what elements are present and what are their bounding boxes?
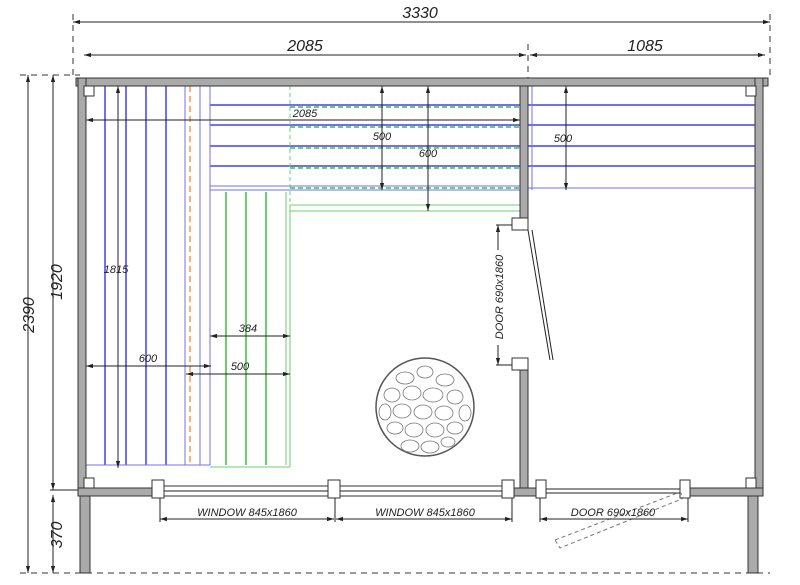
dim-window-2: WINDOW 845x1860 [334, 498, 513, 522]
dim-upper-bench-length: 2085 [86, 108, 520, 123]
walls [75, 77, 769, 574]
inner-door-label: DOOR 690x1860 [494, 254, 506, 339]
dim-window-1: WINDOW 845x1860 [159, 498, 334, 522]
dim-right-bench-depth: 500 [554, 86, 573, 190]
dim-overall-depth: 2390 [21, 75, 38, 573]
dim-porch-depth: 370 [49, 489, 80, 573]
side-bench-depth-label: 600 [139, 353, 158, 365]
window-2-label: WINDOW 845x1860 [375, 507, 476, 519]
left-room-width-label: 2085 [286, 38, 323, 55]
overall-width-label: 3330 [402, 5, 438, 22]
room-depth-label: 1920 [49, 264, 66, 300]
stone-heater [375, 357, 475, 457]
lower-bench [210, 192, 520, 468]
dim-inner-door: DOOR 690x1860 [490, 224, 512, 366]
dim-side-bench-depth: 600 [86, 353, 211, 369]
upper-bench-back [210, 86, 520, 205]
dim-lower-bench-width: 384 [210, 323, 290, 339]
extension-lines [20, 14, 771, 574]
side-bench-length-label: 1815 [104, 264, 129, 276]
dim-room-depth: 1920 [49, 75, 66, 490]
dim-front-door: DOOR 690x1860 [539, 498, 689, 522]
overall-depth-label: 2390 [21, 297, 38, 334]
right-room-width-label: 1085 [627, 38, 663, 55]
front-windows [151, 479, 515, 499]
upper-bench-depth-label: 500 [373, 131, 392, 143]
front-door-label: DOOR 690x1860 [571, 507, 656, 519]
bench-depth-total-label: 600 [419, 148, 438, 160]
dim-left-room-width: 2085 [84, 38, 526, 58]
window-1-label: WINDOW 845x1860 [197, 507, 298, 519]
upper-bench-side [86, 86, 211, 466]
dim-lower-bench-depth: 500 [186, 361, 290, 377]
inner-door [511, 217, 554, 371]
right-bench-depth-label: 500 [554, 133, 573, 145]
dim-right-room-width: 1085 [530, 38, 765, 58]
dim-overall-width: 3330 [73, 5, 770, 25]
porch-depth-label: 370 [49, 522, 66, 549]
dim-side-bench-length: 1815 [104, 86, 129, 468]
lower-bench-width-label: 384 [239, 323, 257, 335]
dim-bench-depth-total: 600 [419, 86, 438, 211]
upper-bench-length-label: 2085 [292, 108, 318, 120]
front-door [535, 479, 691, 549]
lower-bench-depth-label: 500 [231, 361, 250, 373]
dim-upper-bench-depth: 500 [373, 86, 392, 190]
